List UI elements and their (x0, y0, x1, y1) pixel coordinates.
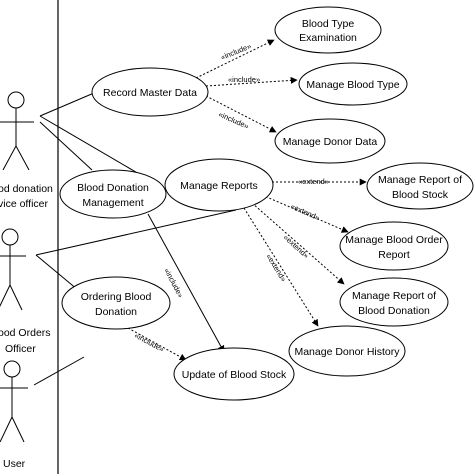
svg-text:Examination: Examination (299, 32, 357, 44)
actor-label-service-officer-1: od donation (0, 183, 53, 195)
svg-text:Update of Blood Stock: Update of Blood Stock (182, 369, 287, 381)
mgmt-to-stock-line (147, 213, 225, 353)
use-case-report-blood-donation[interactable]: Manage Report of Blood Donation (339, 277, 449, 327)
svg-text:Blood Donation: Blood Donation (358, 305, 430, 317)
stereo-include-5: «include» (133, 331, 166, 354)
svg-text:Manage Report of: Manage Report of (378, 174, 462, 186)
associations (33, 92, 237, 386)
stereo-extend-3: «extend» (282, 233, 311, 260)
svg-text:Ordering Blood: Ordering Blood (81, 291, 152, 303)
use-case-record-master-data[interactable]: Record Master Data (91, 67, 209, 117)
use-case-manage-donor-data[interactable]: Manage Donor Data (274, 118, 386, 164)
use-case-blood-donation-management[interactable]: Blood Donation Management (59, 169, 167, 219)
use-case-ordering-blood-donation[interactable]: Ordering Blood Donation (61, 276, 171, 330)
use-case-update-blood-stock[interactable]: Update of Blood Stock (173, 347, 295, 401)
svg-text:Blood Donation: Blood Donation (77, 182, 149, 194)
svg-text:Manage Reports: Manage Reports (180, 180, 258, 192)
stereo-extend-2: «extend» (289, 202, 321, 223)
use-case-report-blood-order[interactable]: Manage Blood Order Report (339, 221, 449, 271)
svg-text:Blood Type: Blood Type (302, 18, 355, 30)
actor-label-orders-officer-2: Officer (5, 343, 36, 355)
svg-text:Report: Report (378, 249, 410, 261)
stereo-extend-4: «extend» (264, 252, 288, 283)
svg-text:Manage Donor History: Manage Donor History (294, 346, 400, 358)
svg-text:Record Master Data: Record Master Data (103, 87, 197, 99)
svg-text:Manage Blood Type: Manage Blood Type (306, 79, 399, 91)
svg-text:Manage Report of: Manage Report of (352, 290, 436, 302)
actor-label-orders-officer-1: ood Orders (0, 327, 51, 339)
use-case-manage-donor-history[interactable]: Manage Donor History (288, 325, 406, 377)
svg-text:Manage Donor Data: Manage Donor Data (283, 136, 378, 148)
svg-text:Donation: Donation (95, 306, 137, 318)
use-case-manage-reports[interactable]: Manage Reports (164, 158, 274, 212)
stereo-include-2: «include» (228, 75, 260, 84)
svg-text:Blood Stock: Blood Stock (392, 189, 449, 201)
svg-text:Management: Management (82, 197, 143, 209)
use-case-manage-blood-type[interactable]: Manage Blood Type (298, 62, 408, 106)
stereo-include-3: «include» (217, 110, 250, 131)
actor-label-service-officer-2: vice officer (0, 198, 48, 210)
dependencies (127, 39, 367, 361)
use-case-blood-type-exam[interactable]: Blood Type Examination (274, 6, 382, 54)
actor-label-user: User (3, 458, 26, 470)
stereo-extend-1: «extend» (298, 177, 329, 186)
actor-service-officer[interactable] (0, 91, 34, 171)
use-case-report-blood-stock[interactable]: Manage Report of Blood Stock (366, 162, 474, 210)
actor-orders-officer[interactable] (0, 228, 26, 311)
actor-user[interactable] (0, 360, 28, 443)
svg-text:Manage Blood Order: Manage Blood Order (345, 234, 443, 246)
